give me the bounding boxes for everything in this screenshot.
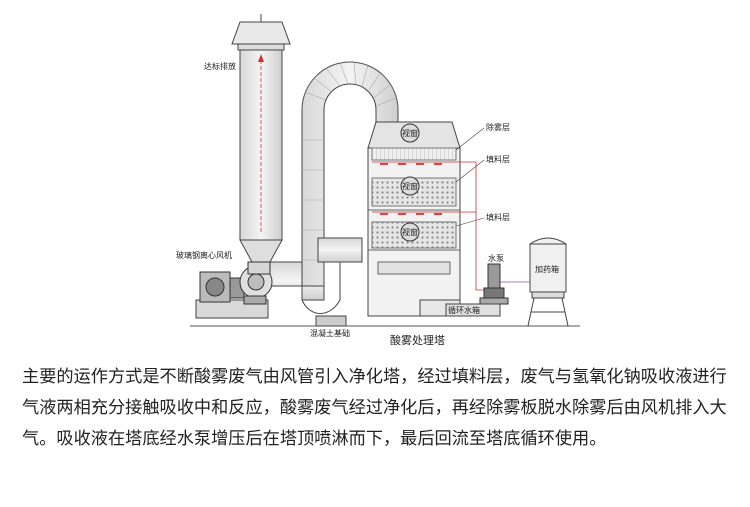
window-label-3: 视窗 — [402, 227, 418, 237]
circulating-tank — [445, 303, 501, 317]
packing-layer-label-2: 填料层 — [486, 212, 510, 222]
scrubber-tower — [367, 121, 461, 317]
window-label-1: 视窗 — [402, 128, 418, 138]
acid-mist-tower-diagram: 达标排放 — [176, 14, 580, 347]
exhaust-label: 达标排放 — [204, 61, 236, 71]
centrifugal-fan — [195, 261, 273, 319]
diagram-title: 酸雾处理塔 — [390, 333, 445, 347]
circulating-tank-label: 循环水箱 — [448, 305, 480, 315]
demist-layer-label: 除雾层 — [486, 122, 510, 132]
dosing-tank-label: 加药箱 — [535, 264, 559, 274]
fan-label: 玻璃钢离心风机 — [176, 250, 232, 260]
dosing-tank — [527, 237, 569, 327]
window-label-2: 视窗 — [402, 181, 418, 191]
air-duct — [261, 61, 399, 314]
chimney-cap — [231, 14, 291, 51]
packing-layer-label-1: 填料层 — [486, 154, 510, 164]
water-pump — [479, 263, 509, 305]
foundation-label: 混凝土基础 — [310, 328, 350, 338]
pump-label: 水泵 — [488, 253, 504, 263]
description-text: 主要的运作方式是不断酸雾废气由风管引入净化塔，经过填料层，废气与氢氧化钠吸收液进… — [22, 367, 727, 449]
chimney-reducer — [239, 239, 283, 263]
concrete-foundation — [315, 315, 347, 327]
demist-layer — [371, 147, 457, 161]
